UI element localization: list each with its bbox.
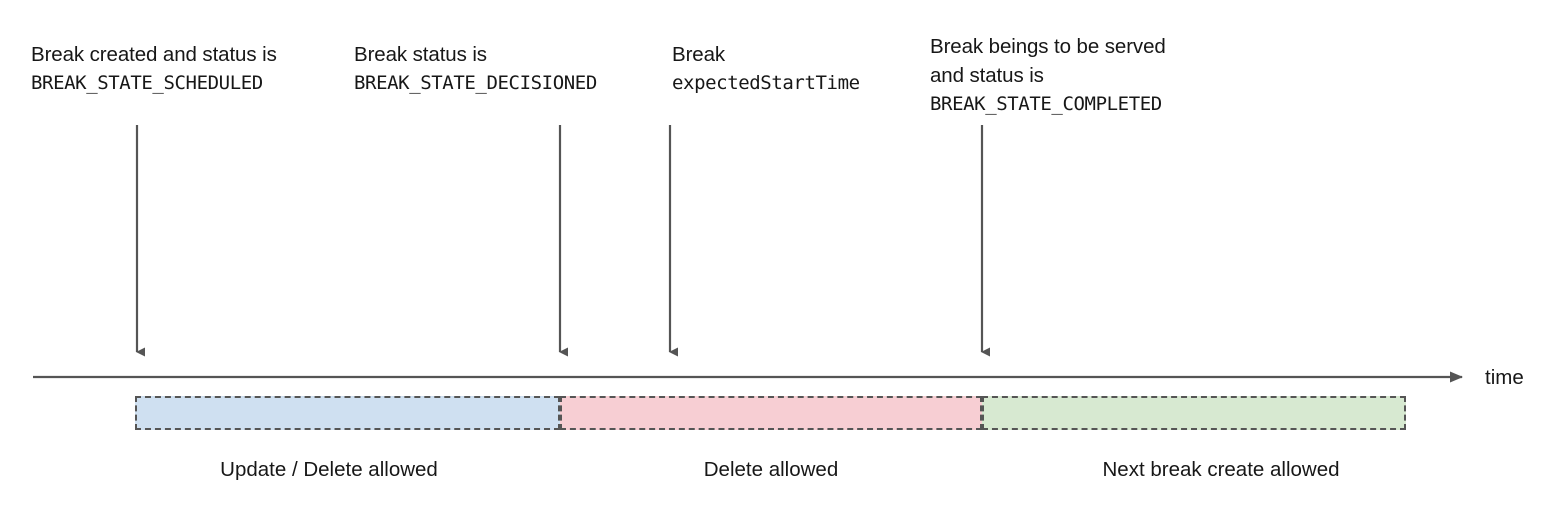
event-label-completed-prose-line2: and status is <box>930 64 1044 87</box>
event-label-decisioned-prose: Break status is <box>354 43 487 66</box>
segment-caption-update-delete: Update / Delete allowed <box>220 458 438 481</box>
event-label-expected-start-time: Break expectedStartTime <box>672 40 860 98</box>
time-axis-label: time <box>1485 366 1524 389</box>
segment-caption-next-break-create: Next break create allowed <box>1102 458 1340 481</box>
segment-divider-red-green <box>982 396 984 430</box>
event-label-scheduled-code: BREAK_STATE_SCHEDULED <box>31 72 263 94</box>
event-label-decisioned-code: BREAK_STATE_DECISIONED <box>354 72 597 94</box>
event-label-completed-prose-line1: Break beings to be served <box>930 35 1166 58</box>
event-label-expected-start-time-prose: Break <box>672 43 726 66</box>
segment-bar-delete <box>560 396 982 430</box>
event-label-decisioned: Break status is BREAK_STATE_DECISIONED <box>354 40 597 98</box>
segment-divider-blue-red <box>560 396 562 430</box>
event-label-expected-start-time-code: expectedStartTime <box>672 72 860 94</box>
segment-bar-next-break-create <box>982 396 1406 430</box>
segment-bar-update-delete <box>135 396 560 430</box>
event-label-scheduled: Break created and status is BREAK_STATE_… <box>31 40 277 98</box>
segment-caption-delete: Delete allowed <box>703 458 839 481</box>
event-label-completed-code: BREAK_STATE_COMPLETED <box>930 93 1162 115</box>
event-label-completed: Break beings to be served and status is … <box>930 32 1166 119</box>
event-label-scheduled-prose: Break created and status is <box>31 43 277 66</box>
